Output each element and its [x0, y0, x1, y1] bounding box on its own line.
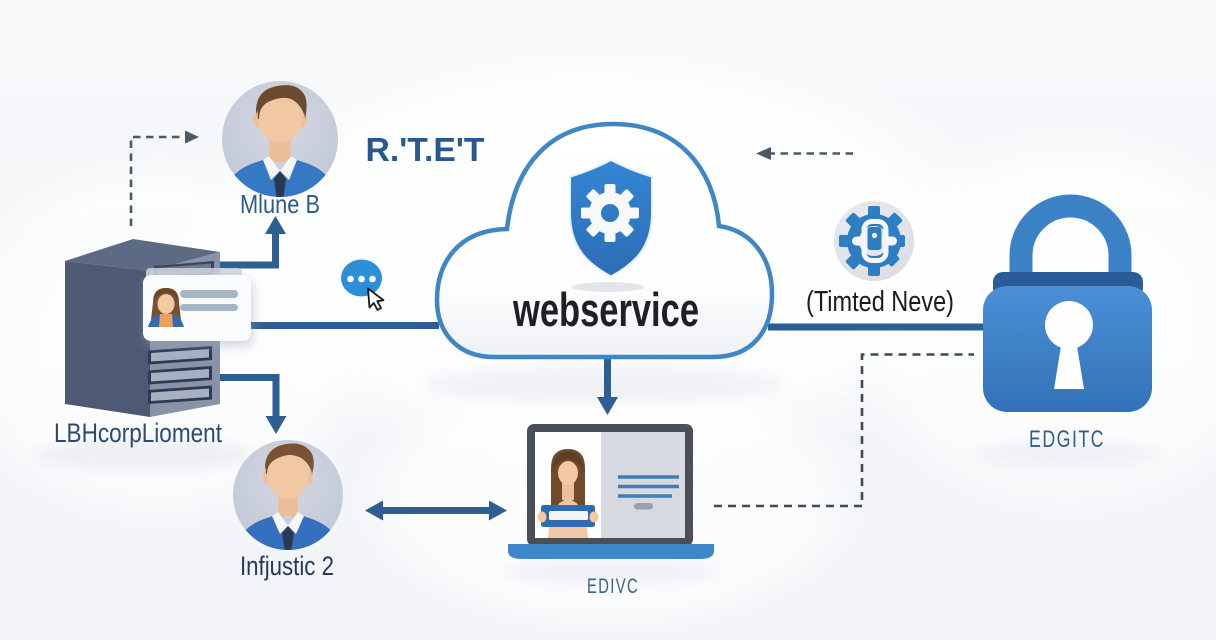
- svg-text:R.'T.E'T: R.'T.E'T: [366, 131, 485, 168]
- svg-text:Mlune B: Mlune B: [240, 189, 320, 219]
- svg-text:Infjustic 2: Infjustic 2: [240, 551, 334, 581]
- svg-text:(Timted Neve): (Timted Neve): [806, 286, 954, 318]
- svg-text:EDGITC: EDGITC: [1029, 426, 1105, 453]
- svg-text:webservice: webservice: [512, 283, 699, 336]
- svg-text:LBHcorpLioment: LBHcorpLioment: [54, 418, 222, 448]
- svg-text:EDIVC: EDIVC: [587, 574, 639, 598]
